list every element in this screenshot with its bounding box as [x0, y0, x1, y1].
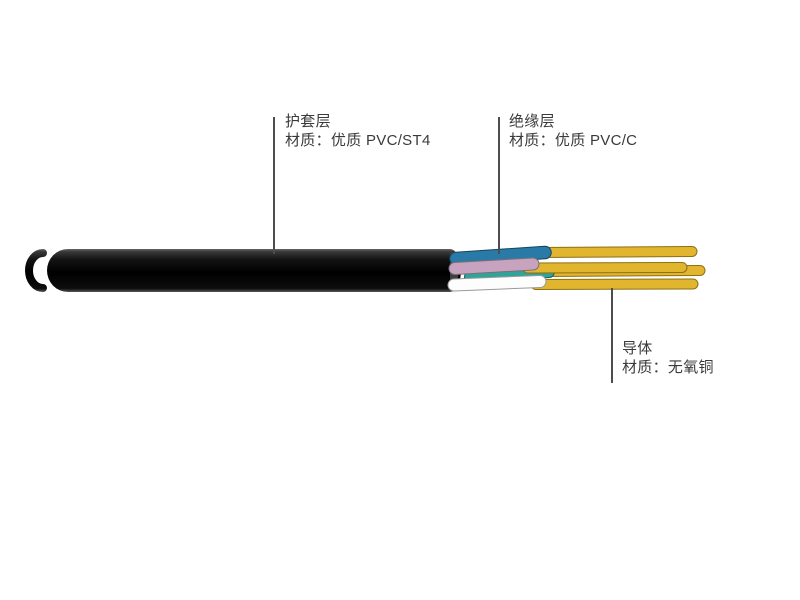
- label-insulation: 绝缘层 材质：优质 PVC/C: [509, 112, 637, 150]
- label-conductor: 导体 材质：无氧铜: [622, 339, 714, 377]
- label-sheath: 护套层 材质：优质 PVC/ST4: [285, 112, 431, 150]
- wire-pink: [449, 258, 539, 274]
- label-insulation-material: 材质：优质 PVC/C: [509, 132, 638, 149]
- wire-white: [448, 276, 546, 291]
- label-insulation-title: 绝缘层: [509, 113, 555, 130]
- label-conductor-title: 导体: [622, 340, 653, 357]
- label-sheath-title: 护套层: [285, 113, 331, 130]
- label-conductor-material: 材质：无氧铜: [622, 359, 714, 376]
- sheath-cut-ring: [25, 249, 47, 292]
- leader-line-conductor: [611, 288, 613, 383]
- label-sheath-material: 材质：优质 PVC/ST4: [285, 132, 431, 149]
- leader-line-sheath: [273, 117, 275, 254]
- conductor-middle: [523, 263, 687, 273]
- leader-line-insulation: [498, 117, 500, 254]
- cable-sheath: [47, 249, 461, 292]
- conductor-bottom: [531, 279, 698, 289]
- wire-blue: [450, 246, 551, 265]
- conductor-top: [533, 247, 697, 257]
